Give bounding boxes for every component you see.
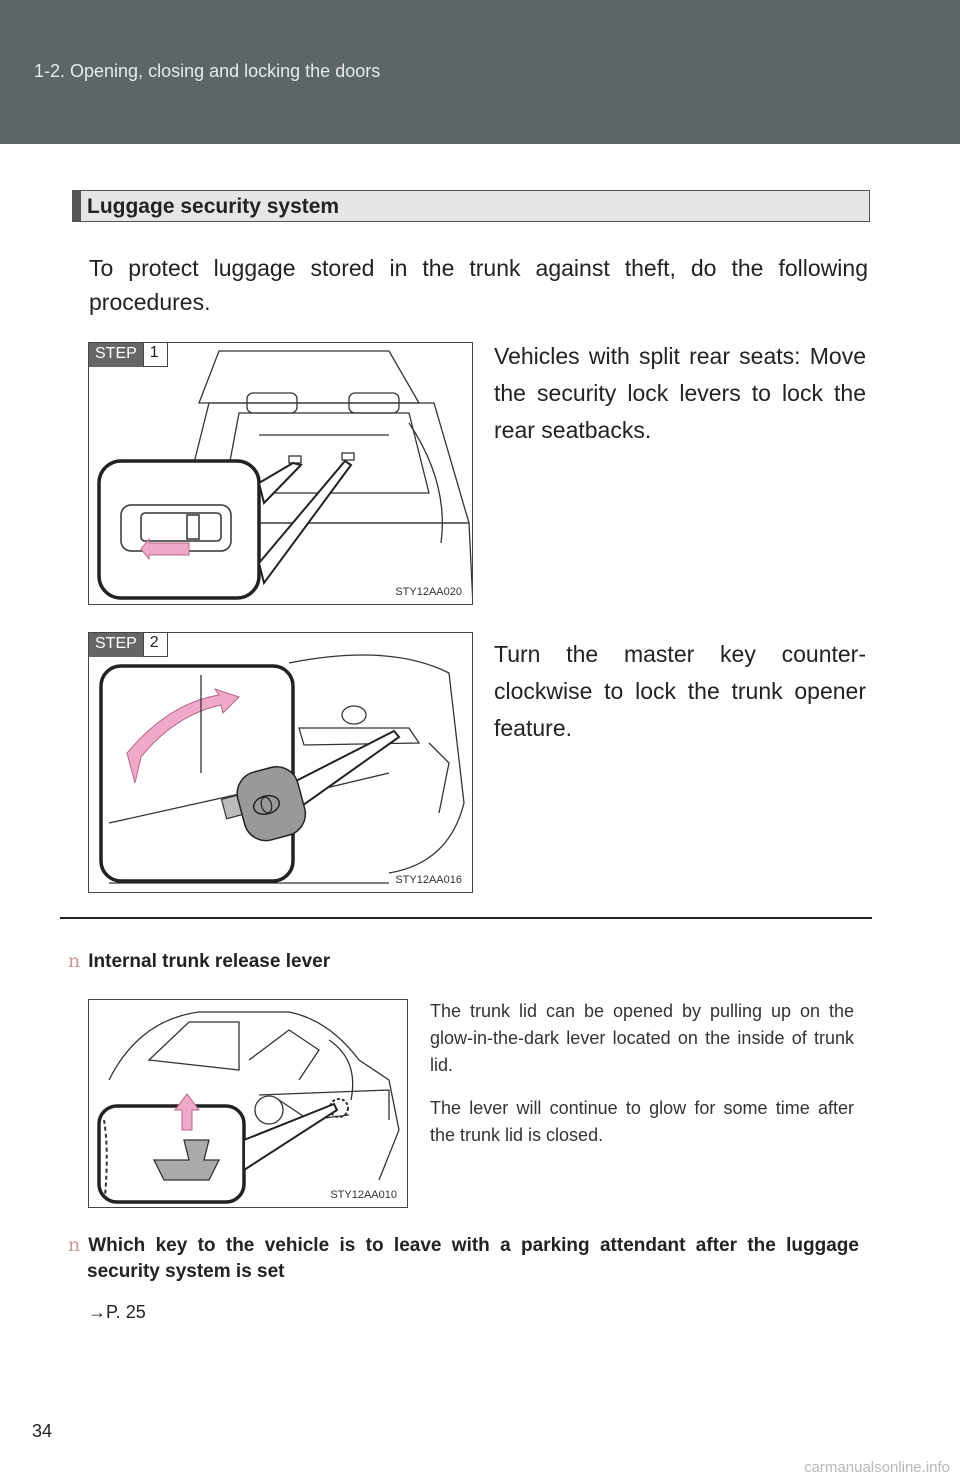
trunk-seat-illustration: [97, 350, 472, 600]
step-number: 1: [142, 343, 168, 367]
trunk-key-illustration: [99, 654, 465, 884]
step-number: 2: [142, 633, 168, 657]
page-reference: →P. 25: [88, 1302, 146, 1322]
section-title: Luggage security system: [87, 195, 340, 218]
note-heading-text: Internal trunk release lever: [88, 951, 331, 972]
bullet-icon: n: [68, 950, 81, 972]
note-heading-text: Which key to the vehicle is to leave wit…: [87, 1235, 859, 1282]
step1-badge: STEP 1: [89, 343, 168, 367]
step-label: STEP: [89, 343, 143, 367]
note-heading-trunk-release: n Internal trunk release lever: [68, 948, 330, 975]
watermark: carmanualsonline.info: [804, 1459, 950, 1476]
section-divider: [60, 917, 872, 919]
note-paragraph: The trunk lid can be opened by pulling u…: [430, 1001, 854, 1075]
bullet-icon: n: [68, 1234, 81, 1256]
step1-text: Vehicles with split rear seats: Move the…: [494, 343, 866, 443]
figure-code: STY12AA020: [395, 586, 462, 598]
step2-figure: STEP 2 STY12AA016: [88, 632, 473, 893]
trunk-release-figure: STY12AA010: [88, 999, 408, 1208]
step-label: STEP: [89, 633, 143, 657]
figure-code: STY12AA016: [395, 874, 462, 886]
car-trunk-lever-illustration: [97, 1011, 400, 1204]
chapter-title: 1-2. Opening, closing and locking the do…: [34, 61, 381, 81]
intro-paragraph: To protect luggage stored in the trunk a…: [89, 255, 868, 315]
step2-badge: STEP 2: [89, 633, 168, 657]
step2-text: Turn the master key counter-clockwise to…: [494, 641, 866, 741]
note-paragraph: The lever will continue to glow for some…: [430, 1098, 854, 1145]
note-heading-parking-attendant: n Which key to the vehicle is to leave wi…: [68, 1232, 859, 1285]
section-heading: Luggage security system: [72, 190, 870, 222]
step1-figure: STEP 1 STY12AA020: [88, 342, 473, 605]
section-heading-tab: [73, 191, 81, 221]
page-header: 1-2. Opening, closing and locking the do…: [0, 0, 960, 144]
figure-code: STY12AA010: [330, 1189, 397, 1201]
page-number: 34: [32, 1421, 53, 1441]
